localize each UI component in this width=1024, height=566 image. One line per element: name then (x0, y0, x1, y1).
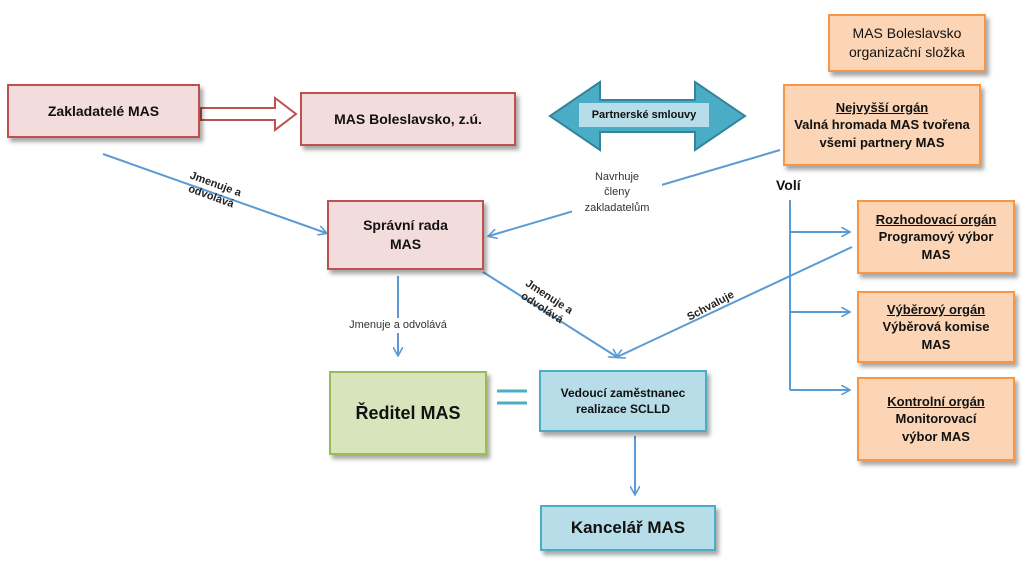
zakladatele-box: Zakladatelé MAS (7, 84, 200, 138)
mas-org-box: MAS Boleslavsko organizační složka (828, 14, 986, 72)
spravni-box: Správní rada MAS (327, 200, 484, 270)
navrhuje-line3: zakladatelům (584, 201, 650, 214)
navrhuje-label: Navrhuje členy zakladatelům (572, 170, 662, 217)
voli-label: Volí (776, 177, 801, 193)
vyberovy-box: Výběrový orgán Výběrová komise MAS (857, 291, 1015, 363)
partnerske-label: Partnerské smlouvy (591, 109, 697, 121)
rozhodovaci-line1: Programový výbor (878, 229, 994, 245)
rozhodovaci-line2: MAS (921, 246, 951, 262)
hollow-arrow (200, 95, 298, 133)
kancelar-box: Kancelář MAS (540, 505, 716, 551)
arrow-rozhodovaci-vedouci (617, 246, 853, 357)
navrhuje-line2: členy (604, 186, 630, 199)
reditel-label: Ředitel MAS (355, 402, 461, 423)
arrow-zakladatele-spravni (102, 153, 326, 233)
vedouci-line1: Vedoucí zaměstnanec (560, 385, 686, 400)
navrhuje-line1: Navrhuje (594, 171, 640, 183)
kontrolni-line1: Monitorovací (895, 411, 977, 427)
mas-zu-label: MAS Boleslavsko, z.ú. (334, 110, 482, 127)
vedouci-line2: realizace SCLLD (575, 402, 671, 416)
kancelar-label: Kancelář MAS (570, 517, 686, 537)
vedouci-box: Vedoucí zaměstnanec realizace SCLLD (539, 370, 707, 432)
spravni-line2: MAS (389, 236, 422, 252)
kontrolni-line2: výbor MAS (902, 428, 970, 444)
mas-org-line2: organizační složka (849, 44, 965, 60)
nejvyssi-line1: Valná hromada MAS tvořena (794, 117, 970, 133)
nejvyssi-line2: všemi partnery MAS (819, 134, 945, 150)
spravni-line1: Správní rada (363, 217, 448, 234)
arrow-spravni-vedouci (482, 271, 617, 357)
kontrolni-box: Kontrolní orgán Monitorovací výbor MAS (857, 377, 1015, 461)
rozhodovaci-title: Rozhodovací orgán (875, 211, 997, 227)
nejvyssi-box: Nejvyšší orgán Valná hromada MAS tvořena… (783, 84, 981, 166)
vyberovy-line2: MAS (921, 336, 951, 352)
mas-org-line1: MAS Boleslavsko (852, 25, 962, 42)
rozhodovaci-box: Rozhodovací orgán Programový výbor MAS (857, 200, 1015, 274)
equals-sign (497, 389, 527, 405)
nejvyssi-title: Nejvyšší orgán (835, 99, 929, 115)
partnerske-label-box: Partnerské smlouvy (578, 102, 710, 128)
jmenuje2-label: Jmenuje a odvolává (330, 318, 466, 334)
kontrolni-title: Kontrolní orgán (887, 393, 985, 409)
vyberovy-title: Výběrový orgán (886, 301, 986, 317)
reditel-box: Ředitel MAS (329, 371, 487, 455)
mas-zu-box: MAS Boleslavsko, z.ú. (300, 92, 516, 146)
vyberovy-line1: Výběrová komise (882, 319, 990, 335)
zakladatele-label: Zakladatelé MAS (47, 102, 160, 119)
